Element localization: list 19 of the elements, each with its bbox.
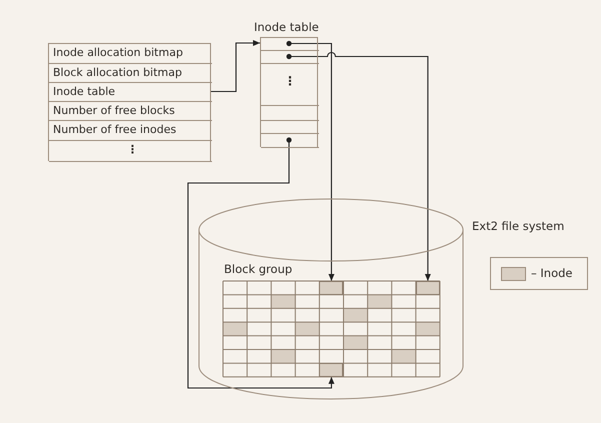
inode-cell (319, 363, 344, 377)
cylinder-label: Ext2 file system (472, 219, 564, 233)
legend-label: – Inode (531, 266, 572, 280)
ellipsis-row: ⋮ (261, 64, 319, 106)
table-row: Number of free inodes (49, 121, 212, 141)
table-row: Inode table (49, 83, 212, 102)
table-title: Inode table (254, 20, 319, 34)
arrow (286, 40, 334, 281)
table-row: Number of free blocks (49, 102, 212, 121)
arrow (286, 52, 431, 281)
inode-cell (416, 281, 440, 295)
superblock-table (48, 43, 211, 161)
group-label: Block group (224, 262, 292, 276)
table-row: Inode allocation bitmap (49, 44, 212, 64)
arrow (187, 137, 334, 389)
arrow (211, 40, 260, 92)
table-row: Block allocation bitmap (49, 64, 212, 83)
inode-cell (319, 281, 344, 295)
ellipsis-row: ⋮ (49, 141, 212, 162)
